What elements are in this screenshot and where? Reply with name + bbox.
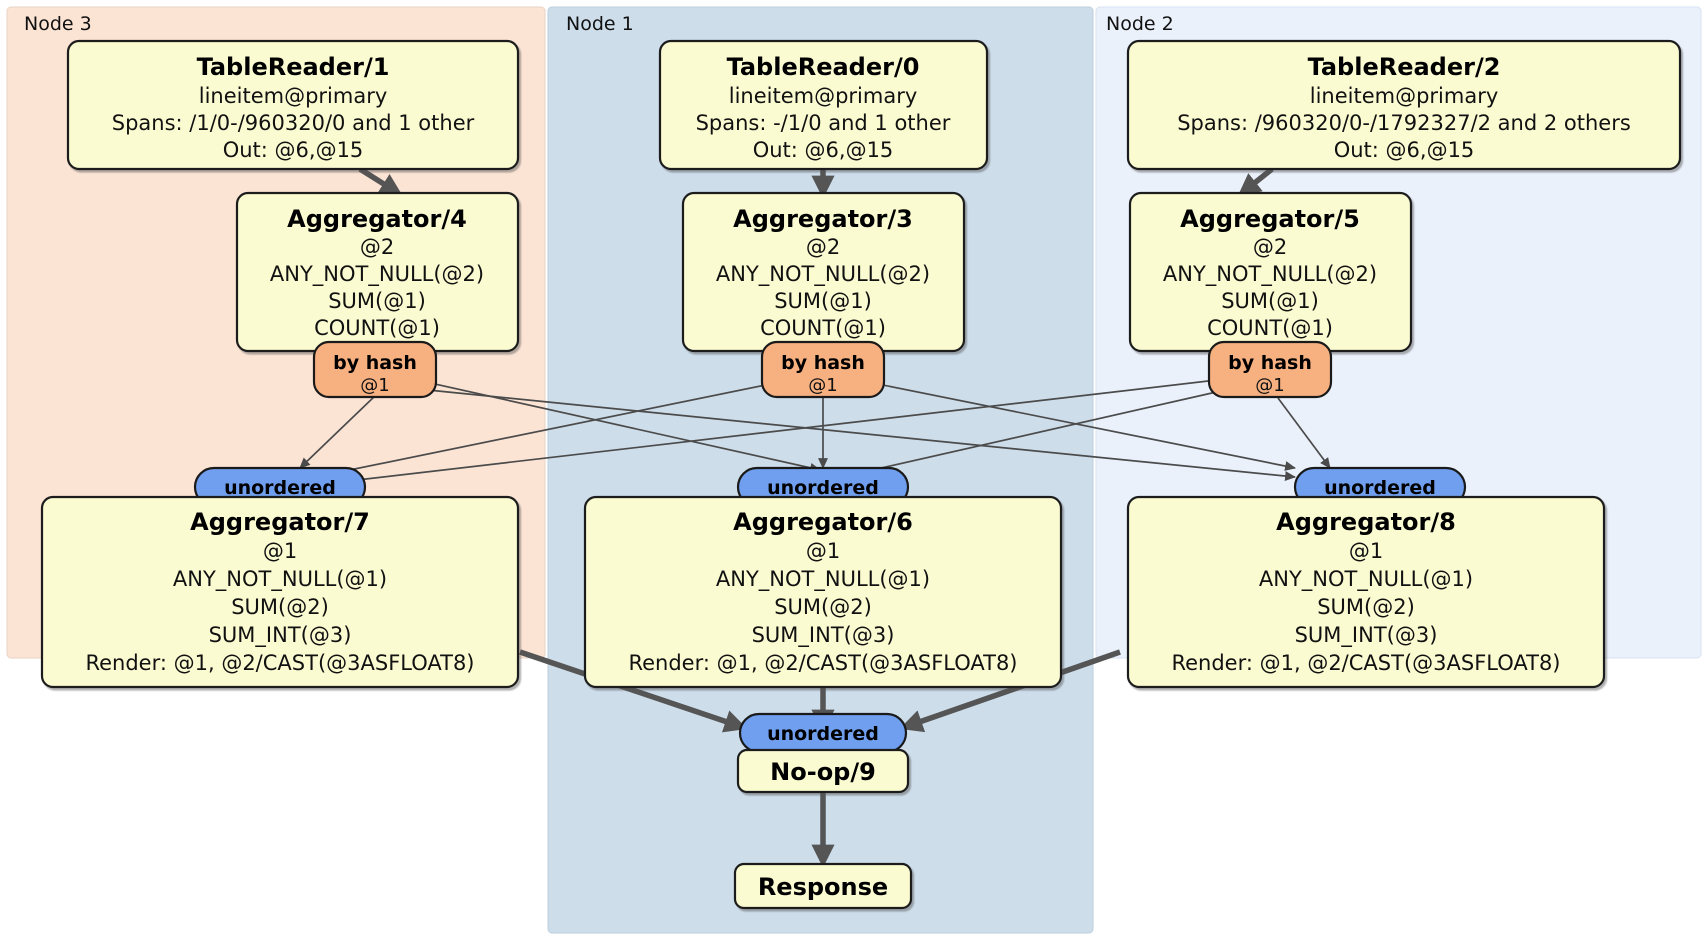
aggregator3-line-3: COUNT(@1) xyxy=(760,316,886,340)
aggregator5-line-0: @2 xyxy=(1253,235,1287,259)
processor-aggregator3[interactable]: Aggregator/3 @2 ANY_NOT_NULL(@2) SUM(@1)… xyxy=(681,191,966,353)
edge-aggregator7-to-unordered-final xyxy=(519,649,748,733)
aggregator7-line-3: SUM_INT(@3) xyxy=(209,623,352,648)
node3-panel-label: Node 3 xyxy=(24,13,92,35)
edge-tablereader2-to-aggregator5 xyxy=(1237,166,1274,197)
processor-response[interactable]: Response xyxy=(733,862,913,910)
processor-tablereader0[interactable]: TableReader/0 lineitem@primary Spans: -/… xyxy=(658,39,989,171)
aggregator8-title: Aggregator/8 xyxy=(1276,508,1456,536)
hash-left-sub: @1 xyxy=(360,375,389,396)
processor-aggregator4[interactable]: Aggregator/4 @2 ANY_NOT_NULL(@2) SUM(@1)… xyxy=(235,191,520,353)
edge-hashleft-to-unordered-middle xyxy=(407,377,821,473)
aggregator7-title: Aggregator/7 xyxy=(190,508,370,536)
aggregator4-line-1: ANY_NOT_NULL(@2) xyxy=(270,262,484,287)
node2-panel-label: Node 2 xyxy=(1106,13,1174,35)
edge-hashright-to-unordered-right xyxy=(1277,397,1331,469)
edge-hashleft-to-unordered-right xyxy=(407,387,1296,481)
hash-middle-pill[interactable] xyxy=(760,340,886,399)
tablereader2-line-2: Out: @6,@15 xyxy=(1334,138,1475,162)
aggregator5-line-1: ANY_NOT_NULL(@2) xyxy=(1163,262,1377,287)
tablereader0-line-2: Out: @6,@15 xyxy=(753,138,894,162)
aggregator8-line-0: @1 xyxy=(1349,539,1383,563)
aggregator6-line-4: Render: @1, @2/CAST(@3ASFLOAT8) xyxy=(628,651,1017,675)
aggregator6-title: Aggregator/6 xyxy=(733,508,913,536)
aggregator4-line-3: COUNT(@1) xyxy=(314,316,440,340)
aggregator6-line-0: @1 xyxy=(806,539,840,563)
tablereader1-box[interactable] xyxy=(66,39,520,171)
tablereader2-box[interactable] xyxy=(1126,39,1682,171)
processor-tablereader2[interactable]: TableReader/2 lineitem@primary Spans: /9… xyxy=(1126,39,1682,171)
hash-router-left[interactable]: by hash @1 xyxy=(312,340,438,399)
aggregator6-line-1: ANY_NOT_NULL(@1) xyxy=(716,567,930,592)
hash-right-sub: @1 xyxy=(1255,375,1284,396)
tablereader1-line-0: lineitem@primary xyxy=(199,84,388,108)
tablereader2-title: TableReader/2 xyxy=(1308,53,1501,81)
hash-right-label: by hash xyxy=(1228,352,1312,374)
aggregator3-line-2: SUM(@1) xyxy=(774,289,872,313)
aggregator8-line-1: ANY_NOT_NULL(@1) xyxy=(1259,567,1473,592)
response-box[interactable] xyxy=(733,862,913,910)
edge-hashright-to-unordered-left xyxy=(339,377,1235,486)
aggregator8-box[interactable] xyxy=(1126,495,1606,689)
noop9-box[interactable] xyxy=(736,748,910,794)
aggregator6-box[interactable] xyxy=(583,495,1063,689)
aggregator7-line-4: Render: @1, @2/CAST(@3ASFLOAT8) xyxy=(85,651,474,675)
edge-tablereader1-to-aggregator4 xyxy=(358,166,403,197)
hash-router-middle[interactable]: by hash @1 xyxy=(760,340,886,399)
hash-middle-label: by hash xyxy=(781,352,865,374)
hash-left-pill[interactable] xyxy=(312,340,438,399)
unordered-synchronizer-final[interactable]: unordered xyxy=(738,712,908,754)
tablereader1-line-2: Out: @6,@15 xyxy=(223,138,364,162)
aggregator7-line-1: ANY_NOT_NULL(@1) xyxy=(173,567,387,592)
processor-noop9[interactable]: No-op/9 xyxy=(736,748,910,794)
noop9-title: No-op/9 xyxy=(770,758,876,786)
tablereader1-title: TableReader/1 xyxy=(197,53,390,81)
tablereader2-line-0: lineitem@primary xyxy=(1310,84,1499,108)
aggregator5-title: Aggregator/5 xyxy=(1180,205,1360,233)
tablereader0-title: TableReader/0 xyxy=(727,53,920,81)
unordered-right-label: unordered xyxy=(1324,477,1436,499)
tablereader0-line-0: lineitem@primary xyxy=(729,84,918,108)
aggregator4-line-0: @2 xyxy=(360,235,394,259)
edge-hashleft-to-unordered-left xyxy=(299,394,377,469)
aggregator7-line-2: SUM(@2) xyxy=(231,595,329,619)
hash-right-pill[interactable] xyxy=(1207,340,1333,399)
tablereader0-box[interactable] xyxy=(658,39,989,171)
hash-router-right[interactable]: by hash @1 xyxy=(1207,340,1333,399)
aggregator3-title: Aggregator/3 xyxy=(733,205,913,233)
unordered-middle-label: unordered xyxy=(767,477,879,499)
aggregator3-line-0: @2 xyxy=(806,235,840,259)
response-title: Response xyxy=(758,873,888,901)
unordered-left-label: unordered xyxy=(224,477,336,499)
tablereader0-line-1: Spans: -/1/0 and 1 other xyxy=(696,111,951,135)
aggregator6-line-2: SUM(@2) xyxy=(774,595,872,619)
aggregator8-line-4: Render: @1, @2/CAST(@3ASFLOAT8) xyxy=(1171,651,1560,675)
aggregator3-line-1: ANY_NOT_NULL(@2) xyxy=(716,262,930,287)
edge-aggregator8-to-unordered-final xyxy=(899,649,1121,733)
processor-aggregator5[interactable]: Aggregator/5 @2 ANY_NOT_NULL(@2) SUM(@1)… xyxy=(1128,191,1413,353)
edge-hashright-to-unordered-middle xyxy=(854,387,1235,477)
tablereader1-line-1: Spans: /1/0-/960320/0 and 1 other xyxy=(112,111,475,135)
unordered-final-label: unordered xyxy=(767,723,879,745)
aggregator5-line-2: SUM(@1) xyxy=(1221,289,1319,313)
aggregator6-line-3: SUM_INT(@3) xyxy=(752,623,895,648)
node1-panel-label: Node 1 xyxy=(566,13,634,35)
hash-middle-sub: @1 xyxy=(808,375,837,396)
processor-aggregator7[interactable]: Aggregator/7 @1 ANY_NOT_NULL(@1) SUM(@2)… xyxy=(40,495,520,689)
aggregator4-line-2: SUM(@1) xyxy=(328,289,426,313)
tablereader2-line-1: Spans: /960320/0-/1792327/2 and 2 others xyxy=(1177,111,1631,135)
aggregator7-line-0: @1 xyxy=(263,539,297,563)
aggregator7-box[interactable] xyxy=(40,495,520,689)
processor-tablereader1[interactable]: TableReader/1 lineitem@primary Spans: /1… xyxy=(66,39,520,171)
processor-aggregator6[interactable]: Aggregator/6 @1 ANY_NOT_NULL(@1) SUM(@2)… xyxy=(583,495,1063,689)
processor-aggregator8[interactable]: Aggregator/8 @1 ANY_NOT_NULL(@1) SUM(@2)… xyxy=(1126,495,1606,689)
edge-hashmiddle-to-unordered-left xyxy=(329,379,791,477)
aggregator8-line-3: SUM_INT(@3) xyxy=(1295,623,1438,648)
hash-left-label: by hash xyxy=(333,352,417,374)
aggregator5-line-3: COUNT(@1) xyxy=(1207,316,1333,340)
aggregator4-title: Aggregator/4 xyxy=(287,205,467,233)
aggregator8-line-2: SUM(@2) xyxy=(1317,595,1415,619)
